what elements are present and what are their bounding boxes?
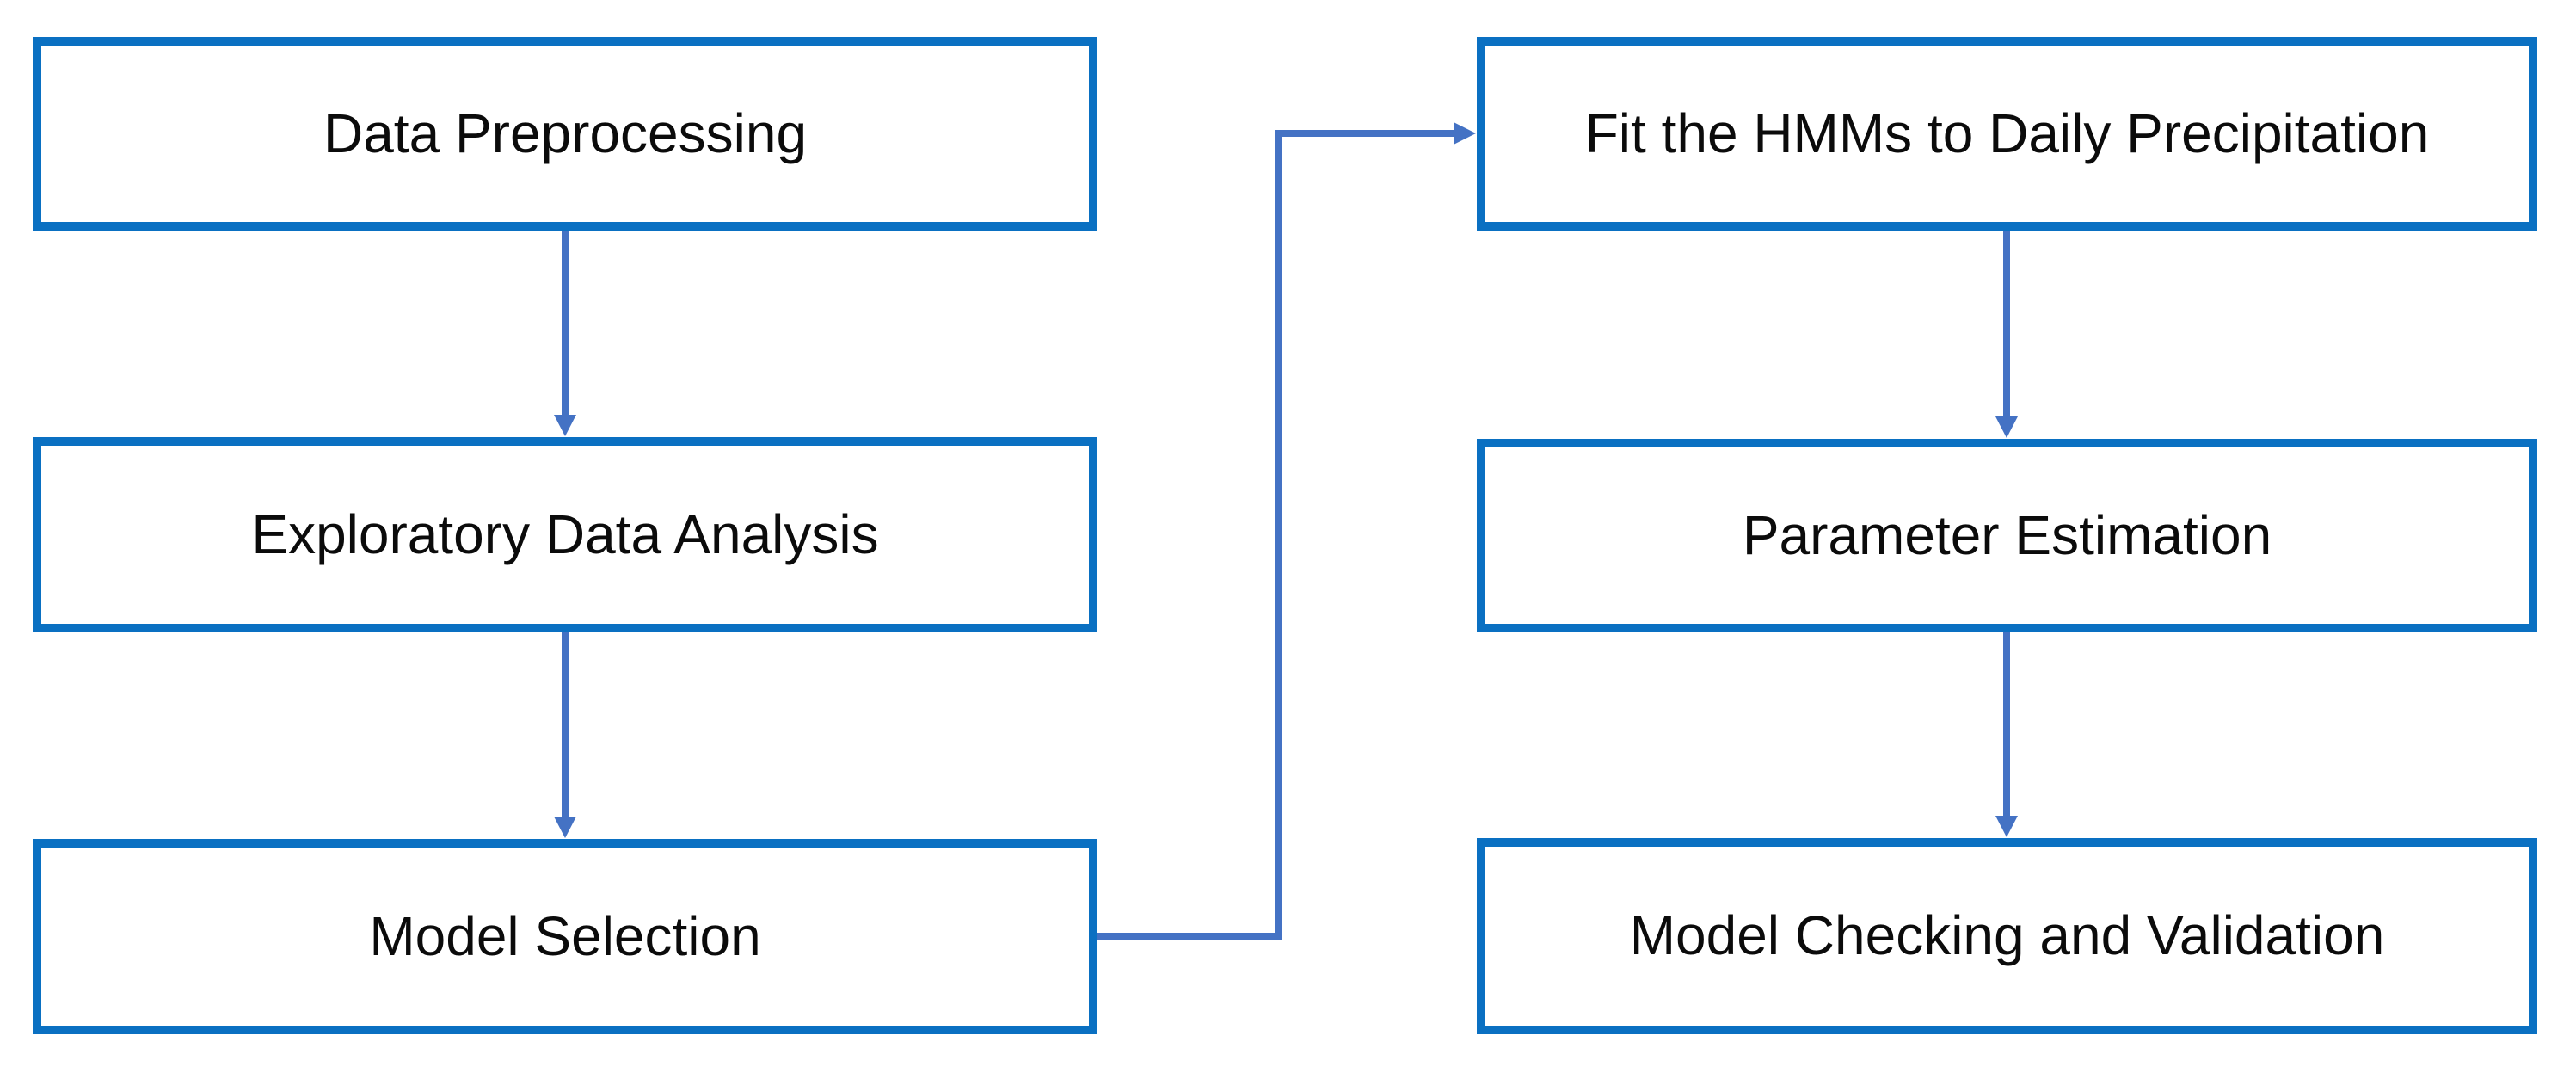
flow-box-label: Fit the HMMs to Daily Precipitation — [1584, 102, 2430, 164]
flow-box-label: Model Selection — [369, 904, 761, 967]
flow-box-label: Exploratory Data Analysis — [251, 503, 879, 565]
down-arrowhead — [554, 817, 576, 838]
flow-box-parameter-estimation: Parameter Estimation — [1477, 439, 2537, 632]
flow-box-exploratory-data-analysis: Exploratory Data Analysis — [33, 437, 1097, 632]
flow-box-model-checking: Model Checking and Validation — [1477, 838, 2537, 1034]
flow-box-model-selection: Model Selection — [33, 839, 1097, 1034]
flow-box-label: Model Checking and Validation — [1629, 904, 2385, 967]
flow-box-data-preprocessing: Data Preprocessing — [33, 37, 1097, 231]
arrow-exploratory-data-analysis-to-model-selection — [554, 632, 576, 838]
arrow-data-preprocessing-to-exploratory-data-analysis — [554, 231, 576, 436]
flow-box-fit-hmms: Fit the HMMs to Daily Precipitation — [1477, 37, 2537, 231]
arrow-fit-hmms-to-parameter-estimation — [1995, 231, 2018, 438]
right-arrowhead — [1454, 122, 1476, 145]
flow-box-label: Parameter Estimation — [1742, 503, 2272, 566]
down-arrowhead — [1995, 416, 2018, 438]
flow-box-label: Data Preprocessing — [323, 102, 808, 164]
down-arrowhead — [1995, 816, 2018, 837]
arrow-model-selection-to-fit-hmms — [1094, 122, 1476, 940]
down-arrowhead — [554, 415, 576, 436]
arrow-parameter-estimation-to-model-checking — [1995, 632, 2018, 837]
